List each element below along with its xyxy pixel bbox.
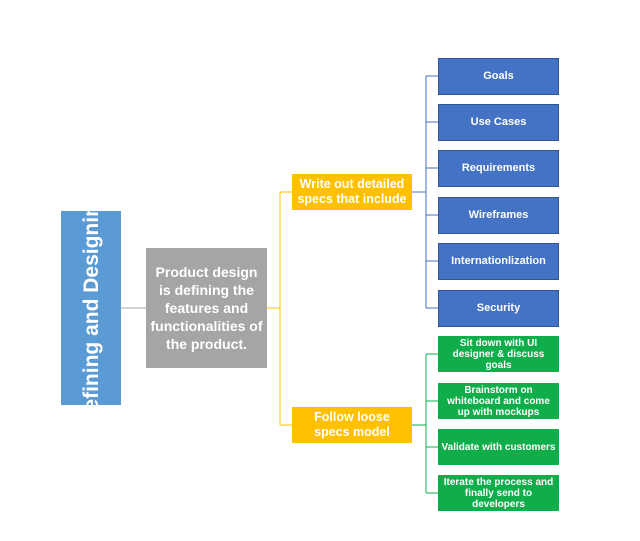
detailed-item-use-cases: Use Cases [438,104,559,141]
connector-loose-items [412,353,438,494]
description-node: Product design is defining the features … [146,248,267,368]
loose-item-validate: Validate with customers [438,429,559,465]
detailed-item-wireframes: Wireframes [438,197,559,234]
detailed-item-requirements: Requirements [438,150,559,187]
loose-item-brainstorm: Brainstorm on whiteboard and come up wit… [438,383,559,419]
detailed-item-security: Security [438,290,559,327]
connector-description-branches [267,191,292,426]
connector-detailed-items [412,75,438,309]
branch-loose-specs: Follow loose specs model [292,407,412,443]
detailed-item-goals: Goals [438,58,559,95]
root-title: Defining and Designing [79,190,103,426]
loose-item-iterate: Iterate the process and finally send to … [438,475,559,511]
loose-item-sit-down: Sit down with UI designer & discuss goal… [438,336,559,372]
detailed-item-internationlization: Internationlization [438,243,559,280]
root-node: Defining and Designing [61,191,121,425]
branch-detailed-specs: Write out detailed specs that include [292,174,412,210]
